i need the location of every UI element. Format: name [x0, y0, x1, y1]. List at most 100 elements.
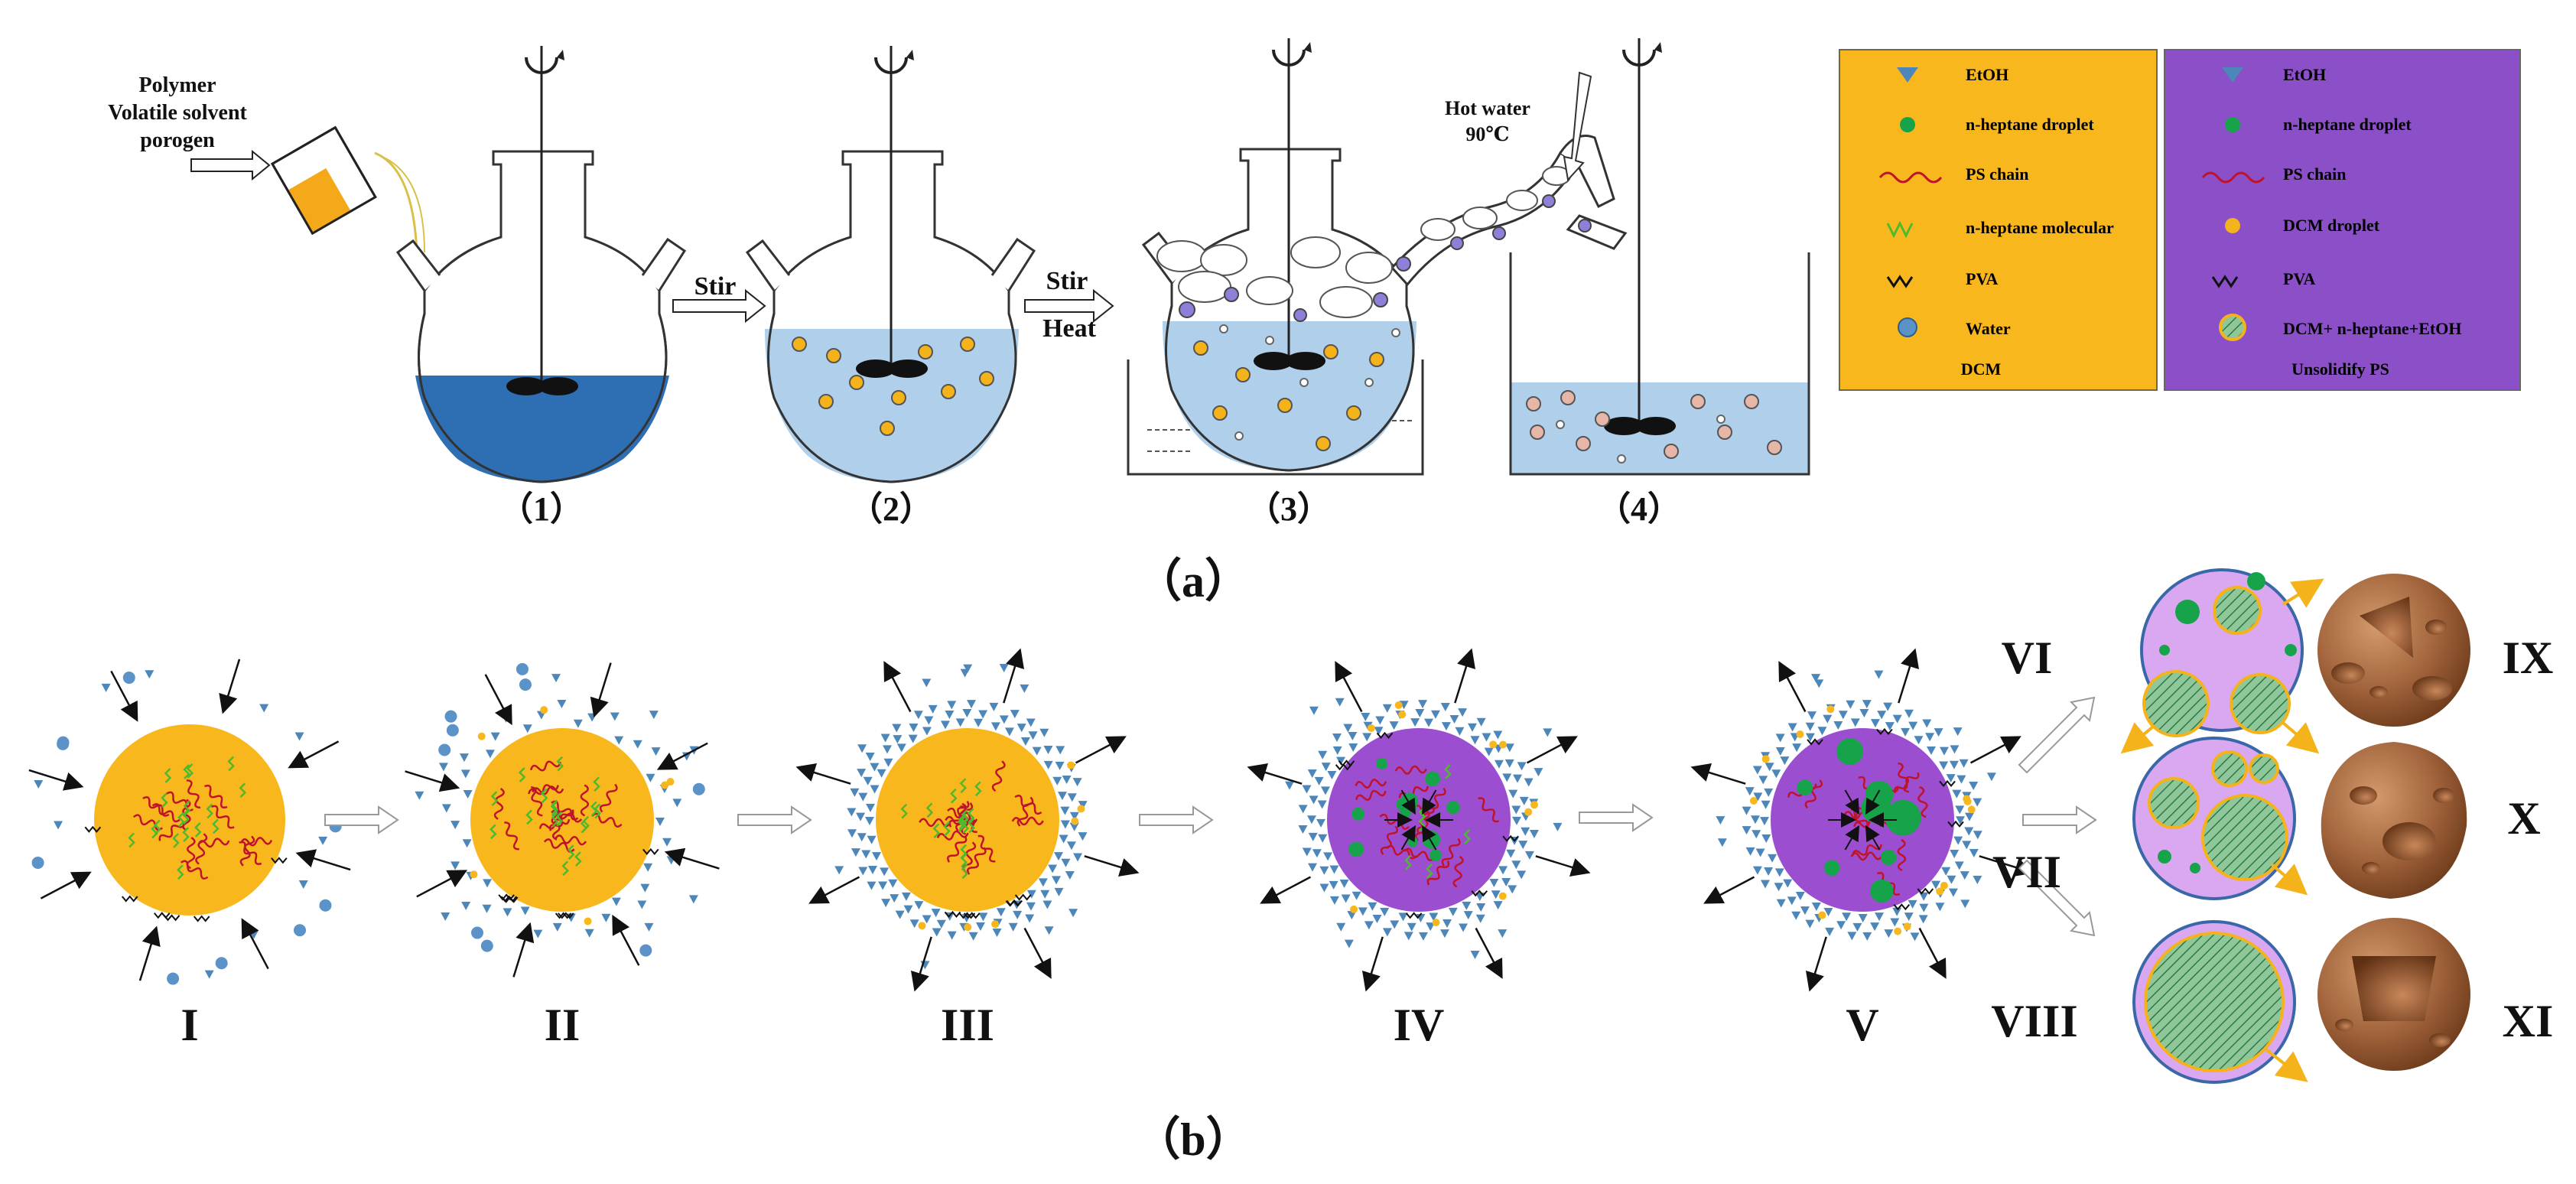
etoh-molecule — [1439, 929, 1449, 938]
etoh-molecule — [1922, 719, 1932, 728]
ps-chain — [551, 800, 579, 821]
etoh-molecule — [1072, 778, 1082, 787]
pva — [500, 895, 518, 903]
etoh-molecule — [1004, 727, 1014, 737]
step-label-2: （2） — [849, 490, 933, 528]
beaker-4 — [1509, 38, 1810, 476]
heptane-droplet — [1865, 780, 1894, 809]
etoh-molecule — [1069, 812, 1079, 821]
stage-sphere-1 — [28, 659, 351, 985]
ps-chain — [504, 821, 519, 851]
etoh-molecule — [1403, 932, 1413, 941]
etoh-molecule — [928, 704, 938, 714]
droplet-core — [1327, 728, 1511, 912]
etoh-molecule — [1066, 841, 1076, 851]
etoh-molecule — [1850, 718, 1860, 727]
free-etoh — [1717, 838, 1727, 847]
etoh-molecule — [1502, 773, 1512, 782]
dcm-droplet — [584, 917, 592, 925]
etoh-molecule — [1319, 883, 1329, 893]
diffusion-arrow — [288, 740, 340, 769]
etoh-molecule — [1343, 724, 1353, 733]
diffusion-arrow — [1918, 927, 1947, 979]
free-etoh — [298, 880, 308, 889]
etoh-molecule — [1524, 778, 1534, 787]
etoh-molecule — [1892, 714, 1902, 724]
heptane-molecule — [582, 815, 590, 831]
etoh-molecule — [1329, 865, 1339, 874]
etoh-molecule — [1955, 805, 1965, 815]
etoh-molecule — [865, 752, 875, 761]
pva — [153, 912, 171, 919]
ps-chain — [555, 834, 587, 846]
particle-VII — [2132, 737, 2308, 900]
etoh-molecule — [1926, 746, 1936, 755]
etoh-molecule — [1060, 820, 1070, 829]
etoh-molecule — [1307, 815, 1317, 825]
etoh-molecule — [1054, 887, 1064, 896]
inner-arrow — [1844, 825, 1859, 851]
dcm-droplet — [1398, 711, 1407, 719]
diffusion-arrow — [110, 670, 138, 722]
etoh-molecule — [1321, 763, 1331, 772]
water-molecule — [215, 957, 228, 970]
etoh-molecule — [533, 929, 543, 938]
step-label-1: （1） — [499, 490, 584, 528]
etoh-molecule — [1780, 756, 1790, 766]
etoh-molecule — [640, 883, 650, 893]
etoh-molecule — [990, 722, 1000, 731]
etoh-molecule — [1508, 789, 1518, 799]
etoh-molecule — [895, 910, 905, 919]
pva — [1939, 779, 1956, 788]
heptane-molecule — [227, 756, 235, 772]
water-bath — [1127, 359, 1424, 476]
etoh-molecule — [1519, 796, 1529, 805]
etoh-molecule — [1362, 733, 1372, 742]
etoh-molecule — [851, 848, 860, 857]
etoh-molecule — [459, 753, 469, 763]
free-etoh — [34, 780, 44, 789]
ps-chain — [1804, 779, 1823, 809]
pva — [642, 847, 659, 855]
etoh-molecule — [1513, 774, 1523, 783]
inner-arrow — [1400, 825, 1416, 851]
ps-chain — [532, 786, 564, 795]
heptane-molecule — [567, 844, 575, 860]
etoh-molecule — [1742, 806, 1751, 815]
etoh-molecule — [1430, 710, 1440, 719]
etoh-molecule — [1060, 806, 1070, 815]
etoh-molecule — [1973, 798, 1982, 807]
etoh-molecule — [850, 788, 860, 797]
etoh-molecule — [460, 769, 470, 779]
etoh-molecule — [1524, 851, 1534, 860]
heptane-molecule — [161, 792, 168, 808]
etoh-molecule — [908, 734, 918, 743]
etoh-molecule — [1067, 793, 1077, 802]
etoh-molecule — [955, 718, 965, 727]
etoh-molecule — [646, 773, 655, 782]
etoh-molecule — [1774, 868, 1784, 877]
diffusion-arrow — [1003, 648, 1025, 704]
dcm-droplet — [477, 732, 486, 740]
water-molecule — [167, 972, 180, 985]
dcm-droplet — [1530, 801, 1539, 809]
etoh-molecule — [857, 769, 867, 778]
ps-chain — [967, 847, 987, 875]
etoh-molecule — [1956, 775, 1966, 784]
etoh-molecule — [1939, 761, 1949, 770]
dcm-droplet — [1903, 922, 1911, 931]
dcm-droplet — [470, 870, 478, 879]
diffusion-arrow — [241, 918, 269, 970]
etoh-molecule — [1449, 714, 1459, 724]
pva — [163, 914, 181, 922]
diffusion-arrow — [664, 847, 720, 870]
inner-arrow — [1865, 789, 1881, 815]
etoh-molecule — [1476, 903, 1486, 912]
inner-arrow — [1422, 825, 1437, 851]
etoh-molecule — [1753, 792, 1763, 802]
etoh-molecule — [1761, 834, 1771, 843]
dcm-droplet — [1432, 919, 1440, 927]
ps-chain — [186, 779, 201, 809]
dcm-droplet — [1940, 881, 1948, 890]
